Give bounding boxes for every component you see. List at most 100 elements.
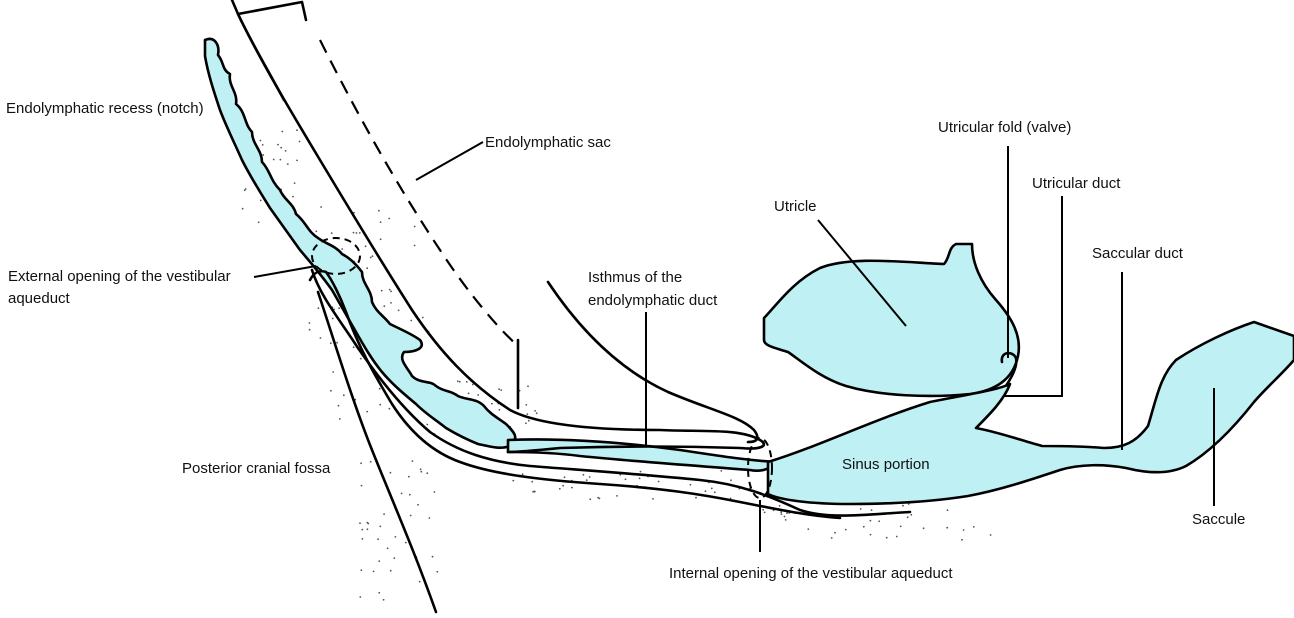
stipple-dot (409, 514, 412, 517)
stipple-dot (870, 509, 873, 511)
stipple-dot (390, 290, 392, 293)
stipple-dot (330, 389, 332, 392)
stipple-dot (372, 570, 375, 573)
label-isthmus-line2: endolymphatic duct (588, 292, 718, 309)
stipple-dot (337, 404, 340, 407)
stipple-dot (418, 580, 421, 583)
stipple-dot (353, 211, 355, 214)
stipple-dot (498, 388, 500, 391)
stipple-dot (417, 503, 419, 506)
stipple-dot (293, 182, 296, 185)
stipple-dot (713, 491, 716, 494)
stipple-dot (380, 289, 383, 292)
label-saccule: Saccule (1192, 511, 1246, 528)
stipple-dot (359, 596, 362, 598)
stipple-dot (257, 221, 260, 224)
stipple-dot (689, 483, 692, 486)
stipple-dot (859, 508, 862, 510)
stipple-dot (279, 158, 282, 161)
stipple-dot (308, 328, 311, 331)
fossa-wall (308, 269, 842, 520)
posterior-fossa-line (316, 290, 438, 614)
stipple-dot (308, 322, 311, 324)
stipple-dot (292, 195, 294, 198)
stipple-dot (259, 139, 262, 142)
stipple-dot (436, 570, 439, 573)
stipple-dot (317, 307, 320, 310)
stipple-dot (527, 419, 530, 422)
stipple-dot (830, 537, 833, 539)
sac-dashed-boundary (319, 39, 519, 347)
stipple-dot (878, 520, 881, 523)
stipple-dot (780, 513, 783, 515)
stipple-dot (404, 541, 407, 544)
stipple-dot (521, 473, 524, 476)
stipple-dot (624, 478, 627, 481)
stipple-dot (389, 569, 392, 572)
stipple-dot (241, 207, 244, 210)
label-endolymphatic-sac: Endolymphatic sac (485, 134, 611, 151)
stipple-dot (426, 423, 429, 426)
stipple-dot (527, 385, 529, 388)
stipple-dot (359, 357, 362, 360)
stipple-dot (393, 557, 396, 559)
stipple-dot (784, 519, 787, 521)
stipple-dot (388, 217, 391, 220)
stipple-dot (361, 538, 364, 540)
stipple-dot (410, 319, 413, 322)
stipple-dot (378, 387, 381, 390)
stipple-dot (420, 470, 423, 473)
stipple-dot (413, 244, 416, 247)
stipple-dot (379, 525, 382, 528)
stipple-dot (962, 529, 965, 531)
sac-outer-wall-upper (236, 12, 766, 454)
stipple-dot (352, 346, 355, 349)
stipple-dot (585, 479, 588, 481)
stipple-dot (467, 392, 470, 395)
stipple-dot (710, 487, 713, 490)
stipple-dot (428, 517, 431, 519)
stipple-dot (869, 533, 872, 536)
stipple-dot (695, 496, 697, 499)
endolymphatic-duct-fluid (506, 438, 777, 473)
stipple-dot (533, 490, 536, 493)
stipple-dot (534, 410, 536, 412)
stipple-dot (408, 493, 411, 496)
stipple-dot (763, 511, 766, 514)
stipple-dot (277, 143, 279, 146)
stipple-dot (378, 591, 381, 594)
stipple-dot (281, 130, 284, 133)
stipple-dot (329, 342, 332, 345)
stipple-dot (639, 470, 642, 473)
stipple-dot (319, 337, 322, 339)
stipple-dot (477, 394, 480, 396)
stipple-dot (378, 560, 381, 562)
stipple-dot (364, 245, 367, 248)
endolymphatic-recess-fluid (203, 37, 517, 449)
internal-opening-circle (747, 437, 773, 499)
stipple-dot (458, 380, 461, 383)
stipple-dot (369, 460, 372, 463)
utricle-fluid (762, 242, 1021, 398)
stipple-dot (360, 484, 363, 487)
stipple-dot (525, 422, 527, 425)
stipple-dot (336, 341, 338, 344)
stipple-dot (355, 232, 358, 234)
stipple-dot (369, 256, 372, 259)
stipple-dot (421, 316, 424, 319)
stipple-dot (388, 407, 391, 410)
stipple-dot (330, 232, 333, 235)
stipple-dot (342, 394, 345, 397)
stipple-dot (262, 154, 265, 156)
stipple-dot (296, 129, 298, 132)
stipple-dot (366, 521, 369, 524)
stipple-dot (525, 404, 528, 406)
stipple-dot (946, 526, 949, 529)
stipple-dot (408, 475, 410, 478)
stipple-dot (500, 389, 503, 391)
stipple-dot (298, 140, 301, 143)
stipple-dot (366, 267, 369, 270)
stipple-dot (616, 495, 618, 497)
stipple-dot (286, 163, 289, 166)
stipple-dot (778, 504, 781, 507)
